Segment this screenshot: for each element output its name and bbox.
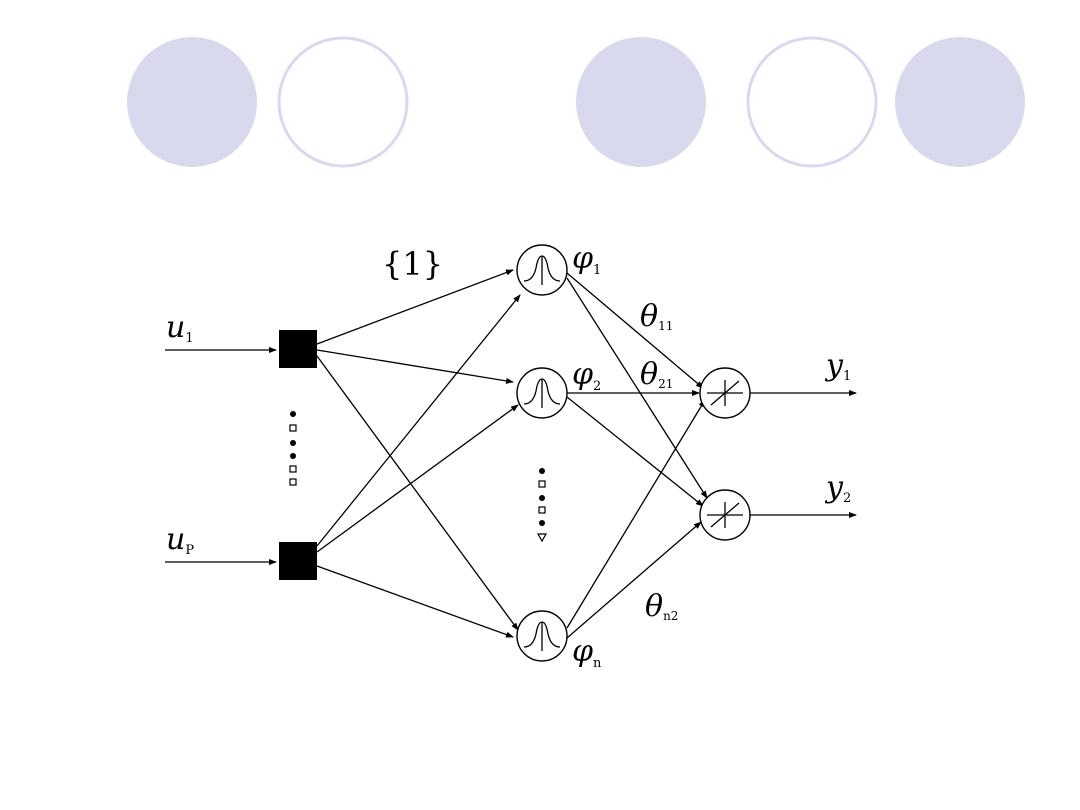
output-label-2: y2 [824, 470, 851, 506]
input-hidden-connections [316, 269, 521, 638]
deco-circle-4 [746, 36, 878, 168]
output-label-1: y1 [824, 348, 851, 384]
hidden-label-1: φ1 [572, 241, 601, 278]
deco-circle-2 [277, 36, 409, 168]
decorative-circles [127, 36, 1025, 168]
deco-circle-3 [576, 37, 706, 167]
output-node-2 [699, 489, 751, 541]
output-lines [750, 390, 857, 518]
input-label-1: u1 [166, 310, 194, 346]
weight-label-n2: θn2 [645, 589, 678, 624]
set-label: {1} [382, 245, 443, 283]
input-label-p: uP [166, 522, 194, 558]
input-node-p [279, 542, 317, 580]
linear-icon [710, 380, 740, 406]
output-node-1 [699, 367, 751, 419]
hidden-node-n [516, 610, 568, 662]
input-lines [165, 347, 277, 565]
input-node-1 [279, 330, 317, 368]
hidden-label-n: φn [572, 634, 602, 671]
hidden-output-connections [566, 272, 708, 639]
weight-label-11: θ11 [640, 299, 673, 334]
hidden-node-2 [516, 367, 568, 419]
linear-icon [710, 502, 740, 528]
hidden-node-1 [516, 244, 568, 296]
hidden-ellipsis [536, 468, 548, 543]
hidden-label-2: φ2 [572, 357, 601, 394]
input-ellipsis [289, 411, 297, 486]
deco-circle-5 [895, 37, 1025, 167]
weight-label-21: θ21 [640, 357, 673, 392]
deco-circle-1 [127, 37, 257, 167]
